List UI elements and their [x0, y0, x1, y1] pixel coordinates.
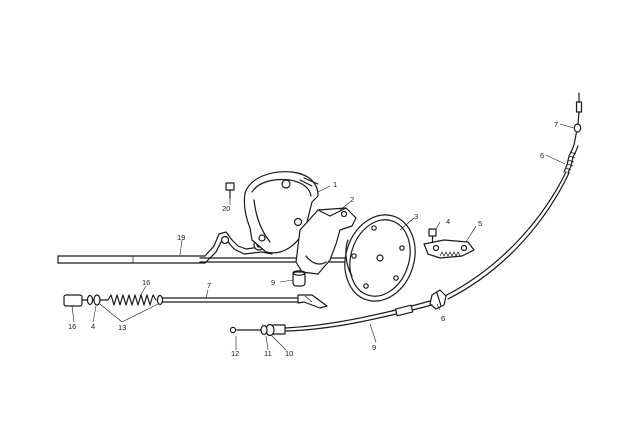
back-plate — [295, 207, 357, 275]
callout-13: 13 — [118, 323, 126, 332]
callout-19: 19 — [177, 233, 185, 242]
callout-4-lower: 4 — [91, 322, 95, 331]
callout-16-end: 16 — [68, 322, 76, 331]
callout-labels: 1 2 3 4 5 6 6 7 7 9 9 10 11 12 13 4 16 1… — [68, 120, 558, 358]
callout-1: 1 — [333, 180, 337, 189]
adjuster-plate — [423, 239, 475, 259]
callout-11: 11 — [264, 349, 272, 358]
callout-7-upper: 7 — [554, 120, 558, 129]
callout-9-cable: 9 — [372, 343, 376, 352]
brake-drum — [344, 214, 416, 302]
callout-5: 5 — [478, 219, 482, 228]
leader-lines — [71, 123, 575, 351]
hand-brake-cable — [63, 294, 328, 309]
callout-6-upper: 6 — [540, 151, 544, 160]
callout-2: 2 — [350, 195, 354, 204]
callout-6-lower: 6 — [441, 314, 445, 323]
callout-10: 10 — [285, 349, 293, 358]
callout-9-spacer: 9 — [271, 278, 275, 287]
callout-4: 4 — [446, 217, 450, 226]
callout-12: 12 — [231, 349, 239, 358]
callout-20: 20 — [222, 204, 230, 213]
callout-7-lower: 7 — [207, 281, 211, 290]
callout-16-spring: 16 — [142, 278, 150, 287]
bolt-20 — [225, 182, 235, 199]
rear-cable — [229, 92, 583, 337]
callout-3: 3 — [414, 212, 418, 221]
spacer-9 — [292, 270, 306, 287]
